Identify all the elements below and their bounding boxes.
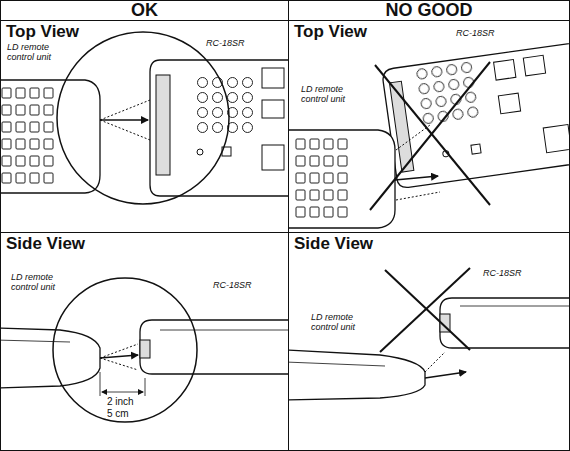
ir-beam-spread	[100, 100, 150, 120]
ld-remote-body	[289, 130, 395, 228]
rc-remote-body	[382, 40, 569, 188]
rc-button	[197, 149, 203, 155]
cross-mark	[385, 270, 470, 350]
ir-beam-arrow	[425, 372, 466, 378]
header-cell: OK	[0, 0, 289, 21]
highlight-circle	[53, 278, 197, 422]
rc-remote-buttons	[414, 59, 482, 127]
rc-remote-side	[140, 320, 288, 374]
dimension-label: 2 inch	[106, 396, 135, 407]
view-heading: Side View	[289, 233, 378, 254]
part-label: LD remote control unit	[10, 272, 72, 292]
view-heading: Top View	[289, 21, 372, 42]
cross-mark	[370, 62, 490, 210]
side-view-bad-figure	[289, 268, 569, 400]
ir-beam-spread	[100, 358, 138, 370]
view-panel: Side View	[288, 232, 570, 451]
dimension-label: 5 cm	[106, 408, 130, 419]
rc-remote-buttons	[195, 75, 255, 135]
ld-remote-body	[1, 80, 100, 193]
ir-beam-arrow	[395, 176, 438, 180]
part-label: RC-18SR	[205, 38, 246, 48]
ld-remote-side	[289, 350, 425, 400]
column-heading: OK	[1, 1, 288, 20]
part-label: RC-18SR	[482, 268, 523, 278]
ld-remote-buttons	[294, 136, 350, 221]
ld-remote-side	[1, 328, 100, 388]
rc-remote-body	[150, 60, 288, 196]
rc-button	[498, 93, 520, 114]
view-panel: Top View	[288, 20, 570, 233]
ir-beam-spread	[396, 125, 430, 150]
top-view-bad-figure	[289, 40, 569, 228]
ir-beam-arrow	[100, 119, 148, 121]
view-heading: Top View	[1, 21, 84, 42]
top-view-ok-figure	[1, 32, 288, 204]
side-view-ok-figure	[1, 278, 288, 422]
part-label: LD remote control unit	[300, 84, 362, 104]
cross-mark	[380, 268, 470, 352]
dimension-tick	[100, 372, 101, 396]
view-panel: Side View	[0, 232, 289, 451]
ir-beam-spread	[100, 344, 138, 358]
rc-remote-edge	[460, 306, 569, 307]
dimension-line	[102, 392, 143, 393]
ld-remote-buttons	[1, 85, 56, 187]
rc-remote-edge	[160, 330, 288, 331]
header-cell: NO GOOD	[288, 0, 570, 21]
part-label: RC-18SR	[455, 28, 496, 38]
ir-beam-spread	[100, 120, 150, 140]
dimension-tick	[145, 378, 146, 396]
part-label: RC-18SR	[212, 280, 253, 290]
view-heading: Side View	[1, 233, 90, 254]
rc-button	[523, 55, 545, 76]
ir-beam-arrow	[100, 355, 138, 358]
highlight-circle	[57, 32, 229, 204]
rc-button	[262, 68, 284, 88]
ir-beam-spread	[425, 352, 445, 372]
ir-window	[156, 75, 170, 175]
column-heading: NO GOOD	[289, 1, 569, 20]
rc-button	[543, 125, 569, 153]
rc-button	[494, 59, 516, 80]
ld-remote-edge	[289, 362, 385, 366]
rc-remote-tilted	[382, 40, 569, 188]
part-label: LD remote control unit	[6, 42, 70, 62]
ld-remote-edge	[1, 340, 70, 342]
ir-beam-spread	[396, 192, 440, 200]
rc-button	[262, 100, 284, 118]
part-label: LD remote control unit	[310, 312, 372, 332]
rc-button	[471, 144, 481, 154]
ir-window	[140, 340, 150, 358]
rc-button	[262, 145, 284, 170]
